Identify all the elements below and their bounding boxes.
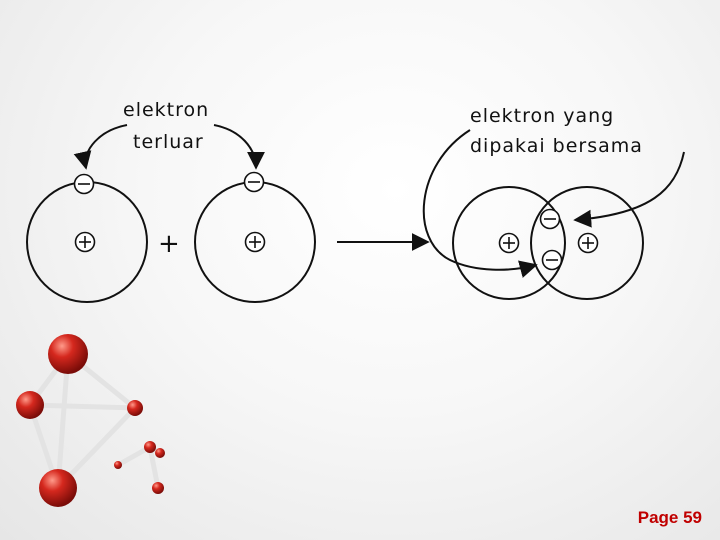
arrow-to-left-electron [73, 124, 128, 170]
atom-right [194, 171, 316, 303]
label-shared-line1: elektron yang [470, 105, 614, 127]
arrow-to-shared-electron-lower [422, 129, 538, 278]
label-shared-line2: dipakai bersama [470, 135, 643, 157]
arrow-to-shared-electron-upper [573, 151, 685, 228]
label-outer-electron-line1: elektron [123, 99, 209, 121]
label-outer-electron-line2: terluar [133, 131, 204, 153]
arrow-to-right-electron [213, 124, 265, 170]
plus-operator: + [158, 229, 180, 259]
bonded-molecule [452, 186, 644, 300]
molecule-decoration-icon [16, 334, 165, 507]
atom-left [26, 173, 148, 303]
page-number: Page 59 [637, 508, 702, 527]
